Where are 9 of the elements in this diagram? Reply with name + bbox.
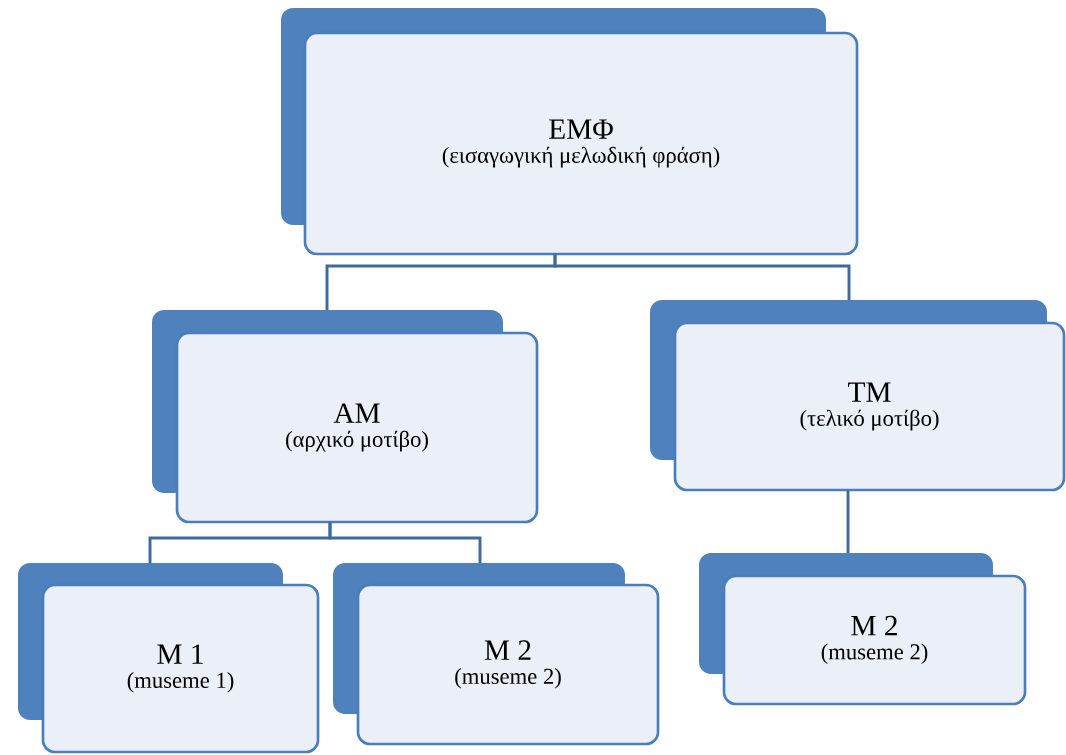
connector-line [553,254,851,300]
text-box: Μ 1 (museme 1) [18,563,320,754]
text-box: ΤΜ (τελικό μοτίβο) [650,300,1066,492]
text-box: ΑΜ (αρχικό μοτίβο) [152,310,539,524]
text-box: Μ 2 (museme 2) [333,563,660,746]
connector-line [328,522,482,563]
text-box: Μ 2 (museme 2) [699,553,1027,706]
text-box: ΕΜΦ (εισαγωγική μελωδική φράση) [281,8,859,256]
connector-line [846,490,850,553]
